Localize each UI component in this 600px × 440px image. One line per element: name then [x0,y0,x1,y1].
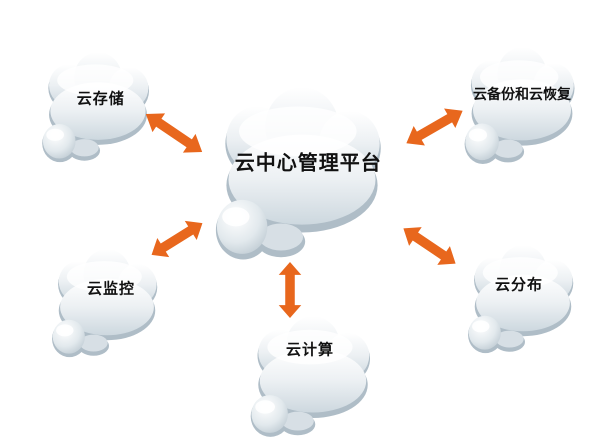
node-cloud-monitoring-label: 云监控 [87,280,136,298]
node-cloud-center-platform-label: 云中心管理平台 [234,152,382,175]
node-cloud-distribution-label: 云分布 [494,276,543,294]
connector-center-distribution [396,218,463,275]
cloud-icon [468,245,574,354]
node-cloud-backup-recovery: 云备份和云恢复 [452,45,592,167]
node-cloud-distribution: 云分布 [456,243,590,356]
node-cloud-storage: 云存储 [30,50,166,165]
cloud-icon [52,249,158,358]
connector-center-computing [277,262,303,318]
double-arrow-icon [278,262,302,318]
node-cloud-computing: 云计算 [237,314,389,440]
node-cloud-backup-recovery-label: 云备份和云恢复 [473,85,571,102]
cloud-architecture-diagram: 云中心管理平台 云存储 云备份和云恢复 云监控 云计算 云分布 [30,45,592,437]
cloud-icon [250,316,370,437]
cloud-icon [464,47,575,164]
node-cloud-storage-label: 云存储 [76,90,125,108]
double-arrow-icon [397,219,462,273]
node-cloud-monitoring: 云监控 [40,247,174,360]
node-cloud-center-platform: 云中心管理平台 [197,84,407,264]
node-cloud-computing-label: 云计算 [285,341,334,359]
